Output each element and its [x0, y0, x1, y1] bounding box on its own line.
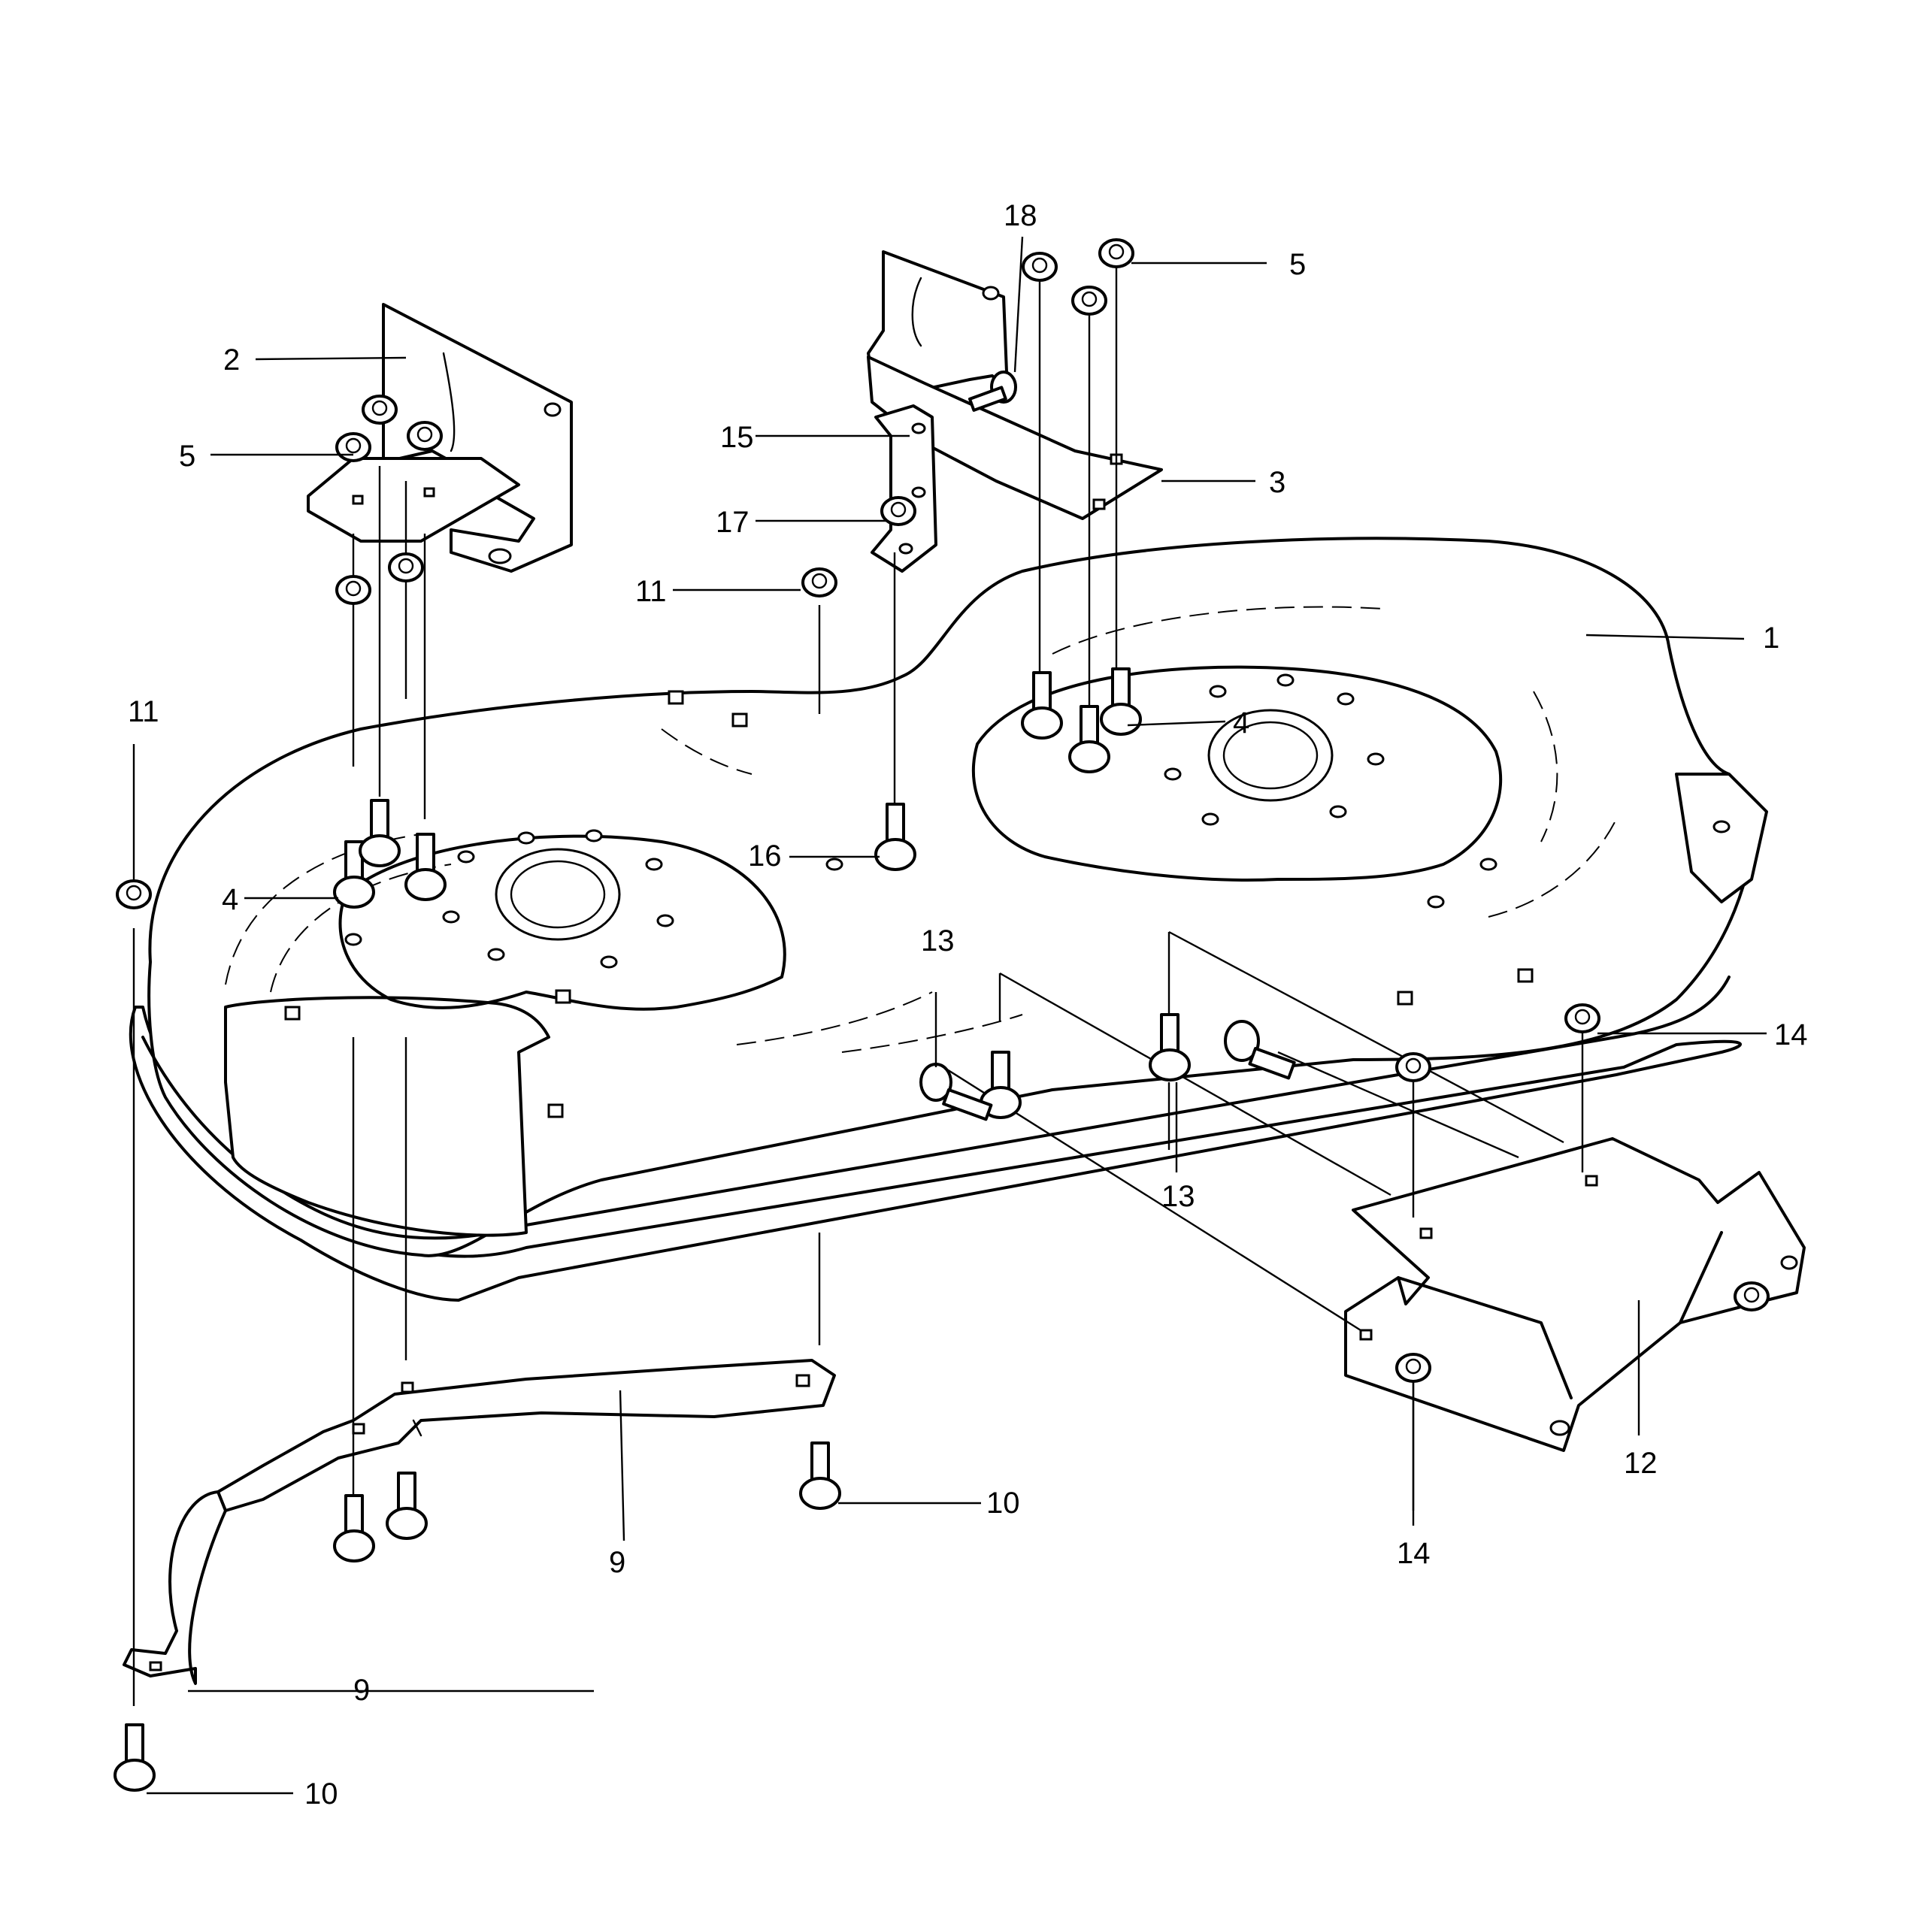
callout-3: 3 — [1269, 466, 1285, 499]
callout-12: 12 — [1624, 1447, 1658, 1480]
bolt-icon — [799, 1441, 841, 1510]
bolt-icon — [1224, 1020, 1296, 1080]
bolt-icon — [919, 1063, 993, 1121]
callout-10-right: 10 — [986, 1487, 1020, 1520]
nut-icon — [407, 421, 443, 451]
callout-1: 1 — [1763, 622, 1779, 655]
nut-icon — [388, 552, 424, 582]
nut-icon — [880, 496, 916, 526]
callout-13-lower: 13 — [1161, 1180, 1195, 1213]
callout-2: 2 — [223, 343, 240, 377]
bolt-icon — [1021, 671, 1063, 740]
nut-icon — [1071, 286, 1107, 316]
nut-icon — [1098, 238, 1134, 268]
callout-18: 18 — [1004, 199, 1037, 232]
callout-9-lower: 9 — [353, 1674, 370, 1707]
baffle-plate — [1344, 1137, 1806, 1452]
bolt-icon — [1068, 705, 1110, 773]
fasteners — [114, 238, 1770, 1792]
callout-5-left: 5 — [179, 440, 195, 473]
callout-11-center: 11 — [635, 575, 667, 608]
callout-10-left: 10 — [304, 1777, 338, 1811]
bolt-icon — [404, 833, 447, 901]
bolt-icon — [968, 371, 1017, 412]
bolt-icon — [1100, 667, 1142, 736]
bolt-icon — [874, 803, 916, 871]
callout-17: 17 — [716, 506, 749, 539]
nut-icon — [1734, 1281, 1770, 1311]
callout-4-left: 4 — [222, 883, 238, 916]
right-mount-bracket — [867, 250, 1163, 520]
callout-4-right: 4 — [1233, 706, 1249, 740]
nut-icon — [335, 575, 371, 605]
lower-strap — [123, 1359, 836, 1685]
small-bracket — [871, 404, 937, 573]
bolt-icon — [333, 1494, 375, 1562]
nut-icon — [362, 395, 398, 425]
nut-icon — [335, 432, 371, 462]
nut-icon — [1395, 1052, 1431, 1082]
nut-icon — [1395, 1353, 1431, 1383]
bolt-icon — [386, 1472, 428, 1540]
left-mount-bracket — [307, 303, 573, 573]
callout-15: 15 — [720, 421, 754, 454]
callout-labels: 1 2 3 4 4 5 5 9 9 10 10 11 11 12 13 13 1… — [128, 199, 1808, 1811]
bolt-icon — [114, 1723, 156, 1792]
callout-13-upper: 13 — [921, 924, 955, 957]
callout-16: 16 — [748, 839, 782, 873]
callout-11-left: 11 — [128, 695, 159, 728]
callout-14-right: 14 — [1774, 1018, 1808, 1051]
nut-icon — [1564, 1003, 1600, 1033]
nut-icon — [1022, 252, 1058, 282]
bolt-icon — [333, 840, 375, 909]
nut-icon — [801, 567, 837, 597]
callout-9-strap: 9 — [609, 1546, 625, 1579]
callout-14-lower: 14 — [1397, 1537, 1431, 1570]
bolt-icon — [1149, 1013, 1191, 1081]
mower-deck-housing — [129, 537, 1768, 1302]
leader-lines — [132, 236, 1767, 1795]
callout-5-right: 5 — [1289, 248, 1306, 281]
bolt-icon — [359, 799, 401, 867]
nut-icon — [116, 879, 152, 909]
